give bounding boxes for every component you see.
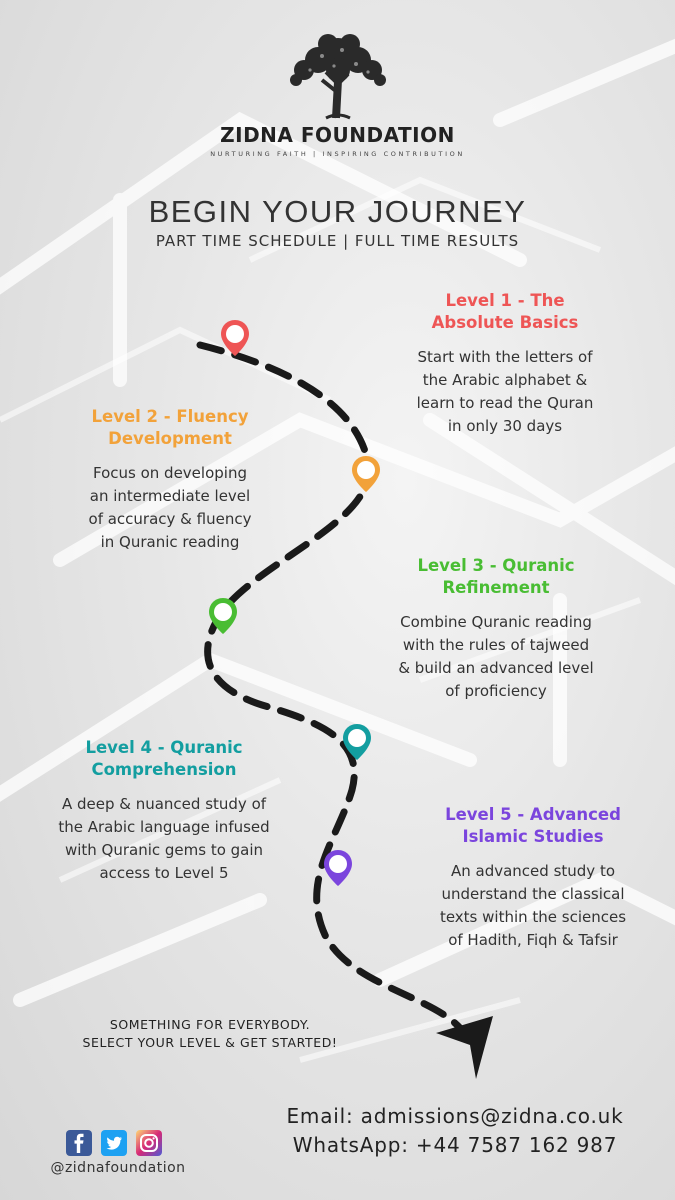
level-4-block: Level 4 - Quranic Comprehension A deep &… bbox=[30, 737, 298, 885]
level-5-title: Level 5 - Advanced Islamic Studies bbox=[445, 805, 621, 846]
call-to-action: SOMETHING FOR EVERYBODY. SELECT YOUR LEV… bbox=[82, 1017, 338, 1050]
location-pin-icon bbox=[209, 598, 237, 634]
level-5-block: Level 5 - Advanced Islamic Studies An ad… bbox=[398, 804, 668, 952]
level-3-title: Level 3 - Quranic Refinement bbox=[417, 556, 575, 597]
facebook-icon[interactable] bbox=[66, 1130, 92, 1156]
level-2-block: Level 2 - Fluency Development Focus on d… bbox=[52, 406, 288, 554]
location-pin-icon bbox=[352, 456, 380, 492]
dashed-route bbox=[196, 341, 464, 1032]
location-pin-icon bbox=[343, 724, 371, 760]
page-subtitle: PART TIME SCHEDULE | FULL TIME RESULTS bbox=[155, 232, 520, 250]
instagram-icon[interactable] bbox=[136, 1130, 162, 1156]
level-2-title: Level 2 - Fluency Development bbox=[91, 407, 249, 448]
level-1-block: Level 1 - The Absolute Basics Start with… bbox=[380, 290, 630, 438]
whatsapp-contact[interactable]: WhatsApp: +44 7587 162 987 bbox=[292, 1133, 618, 1157]
level-1-title: Level 1 - The Absolute Basics bbox=[431, 291, 579, 332]
level-3-block: Level 3 - Quranic Refinement Combine Qur… bbox=[358, 555, 634, 703]
page-title: BEGIN YOUR JOURNEY bbox=[148, 194, 527, 229]
brand-tagline: NURTURING FAITH | INSPIRING CONTRIBUTION bbox=[210, 150, 465, 158]
level-4-title: Level 4 - Quranic Comprehension bbox=[85, 738, 243, 779]
level-2-description: Focus on developing an intermediate leve… bbox=[88, 464, 252, 551]
brand-name: ZIDNA FOUNDATION bbox=[220, 123, 455, 147]
level-5-description: An advanced study to understand the clas… bbox=[439, 862, 627, 949]
email-contact[interactable]: Email: admissions@zidna.co.uk bbox=[286, 1104, 624, 1128]
location-pin-icon bbox=[221, 320, 249, 356]
level-1-description: Start with the letters of the Arabic alp… bbox=[416, 348, 594, 435]
twitter-icon[interactable] bbox=[101, 1130, 127, 1156]
location-pin-icon bbox=[324, 850, 352, 886]
social-handle[interactable]: @zidnafoundation bbox=[50, 1160, 186, 1176]
contact-info: Email: admissions@zidna.co.uk WhatsApp: … bbox=[240, 1102, 670, 1160]
tree-logo-icon bbox=[290, 34, 386, 120]
level-3-description: Combine Quranic reading with the rules o… bbox=[398, 613, 594, 700]
level-4-description: A deep & nuanced study of the Arabic lan… bbox=[58, 795, 270, 882]
arrow-head-icon bbox=[436, 1016, 493, 1079]
